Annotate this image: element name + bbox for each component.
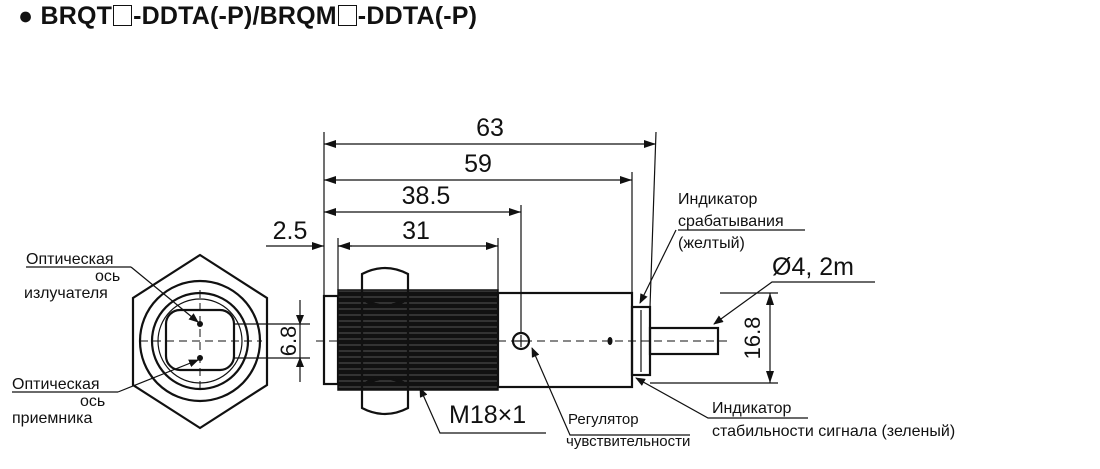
operation-indicator-label-1: Индикатор xyxy=(678,191,758,208)
receiver-axis-label-1: Оптическая xyxy=(12,376,100,393)
title-bullet: ● xyxy=(18,2,34,30)
sensitivity-label-1: Регулятор xyxy=(568,411,639,428)
receiver-axis-label-2: ось xyxy=(80,393,105,410)
title-part-3: -DDTA(-P) xyxy=(357,2,478,30)
nut-bottom xyxy=(360,377,410,416)
dim-63: 63 xyxy=(476,114,504,142)
sensor-front-face xyxy=(322,294,340,386)
receiver-axis-point xyxy=(197,355,203,361)
dim-16-8: 16.8 xyxy=(740,317,765,360)
title-part-2: -DDTA(-P)/BRQM xyxy=(133,2,337,30)
dim-31: 31 xyxy=(402,217,430,245)
thread-spec: M18×1 xyxy=(449,401,526,429)
stability-indicator-label-1: Индикатор xyxy=(712,400,792,417)
model-placeholder-box-2 xyxy=(337,5,357,26)
emitter-axis-label-1: Оптическая xyxy=(26,251,114,268)
dim-59: 59 xyxy=(464,150,492,178)
model-placeholder-box xyxy=(113,5,133,26)
dim-38-5: 38.5 xyxy=(402,182,451,210)
dim-6-8: 6.8 xyxy=(276,326,301,357)
sensitivity-label-2: чувствительности xyxy=(566,433,690,450)
front-view xyxy=(131,253,269,430)
hex-nut-front xyxy=(131,253,269,430)
operation-indicator-label-2: срабатывания xyxy=(678,213,784,230)
emitter-axis-label-2: ось xyxy=(95,268,120,285)
receiver-axis-label-3: приемника xyxy=(12,410,93,427)
dim-2-5: 2.5 xyxy=(273,217,308,245)
operation-indicator-label-3: (желтый) xyxy=(678,235,745,252)
stability-indicator-label-2: стабильности сигнала (зеленый) xyxy=(712,423,955,440)
title-part-1: BRQT xyxy=(40,2,113,30)
cable xyxy=(648,326,720,356)
side-view xyxy=(316,266,730,416)
page-title: ● BRQT -DDTA(-P)/BRQM -DDTA(-P) xyxy=(18,2,477,31)
emitter-axis-label-3: излучателя xyxy=(24,285,108,302)
cable-spec: Ø4, 2m xyxy=(772,253,854,281)
threaded-body xyxy=(337,289,499,391)
